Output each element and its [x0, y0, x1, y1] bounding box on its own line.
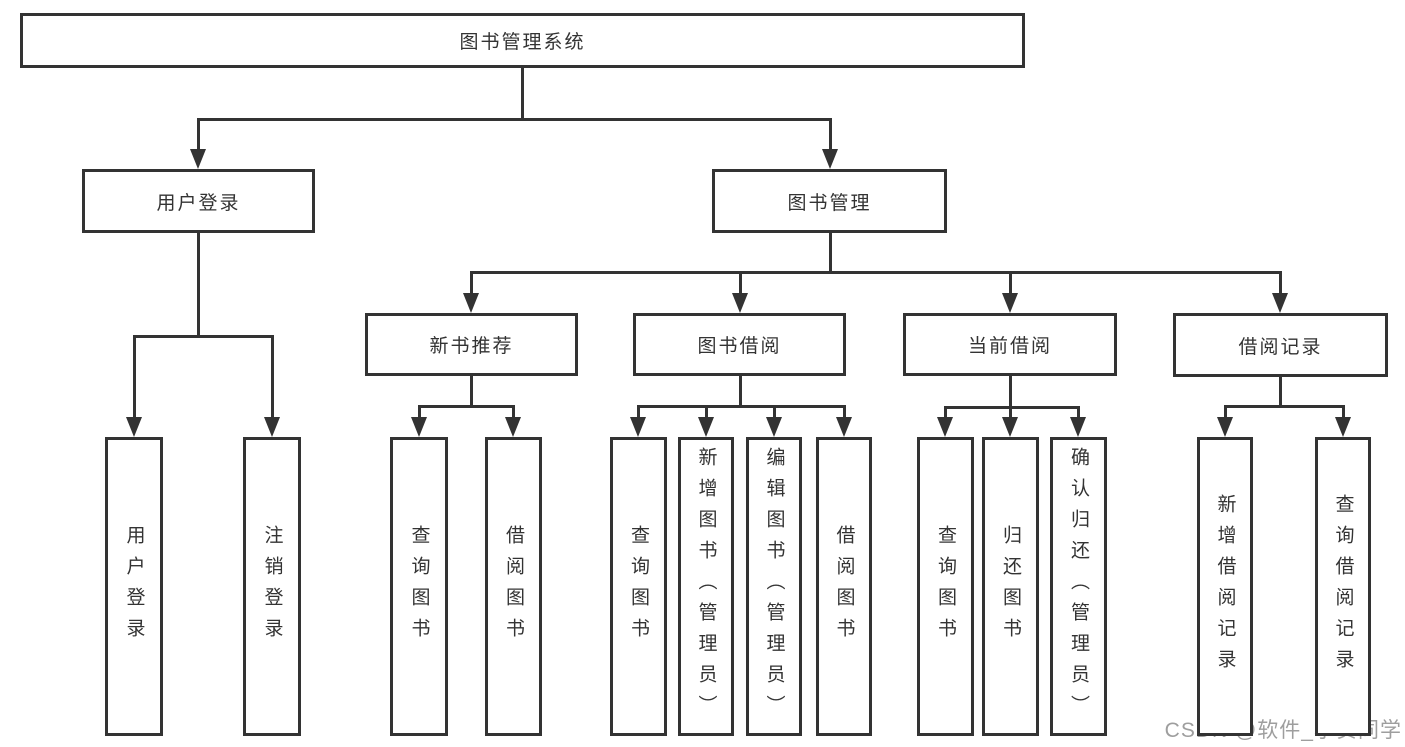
connector-line — [196, 117, 832, 121]
arrow-down-icon — [630, 417, 646, 437]
connector-line — [828, 119, 832, 151]
node-label: 借阅记录 — [1238, 336, 1323, 358]
node-leaf-edit-book: 编辑图书（管理员） — [746, 437, 802, 736]
connector-line — [469, 272, 473, 295]
connector-line — [270, 336, 274, 419]
arrow-down-icon — [463, 293, 479, 313]
arrow-down-icon — [1002, 417, 1018, 437]
connector-line — [1341, 406, 1345, 419]
arrow-down-icon — [190, 149, 206, 169]
node-leaf-user-login: 用户登录 — [105, 437, 163, 736]
node-leaf-add-record: 新增借阅记录 — [1197, 437, 1253, 736]
connector-line — [636, 404, 846, 408]
node-leaf-query-book-2: 查询图书 — [610, 437, 667, 736]
arrow-down-icon — [732, 293, 748, 313]
node-label: 查询图书 — [628, 524, 649, 649]
node-label: 新增借阅记录 — [1214, 493, 1236, 680]
arrow-down-icon — [822, 149, 838, 169]
arrow-down-icon — [1272, 293, 1288, 313]
node-current-borrow: 当前借阅 — [903, 313, 1117, 376]
node-label: 归还图书 — [1000, 524, 1021, 649]
node-label: 查询图书 — [935, 524, 956, 649]
node-label: 编辑图书（管理员） — [763, 447, 785, 726]
node-new-book-rec: 新书推荐 — [365, 313, 578, 376]
node-label: 新书推荐 — [429, 336, 514, 357]
connector-line — [1223, 406, 1227, 419]
node-label: 确认归还（管理员） — [1068, 447, 1089, 726]
connector-line — [1278, 272, 1282, 295]
connector-line — [1278, 377, 1282, 406]
connector-line — [1223, 404, 1345, 408]
connector-line — [511, 406, 515, 419]
arrow-down-icon — [126, 417, 142, 437]
arrow-down-icon — [505, 417, 521, 437]
connector-line — [828, 233, 832, 272]
arrow-down-icon — [836, 417, 852, 437]
node-book-borrow: 图书借阅 — [633, 313, 846, 376]
connector-line — [132, 336, 136, 419]
node-label: 图书借阅 — [697, 336, 782, 357]
connector-line — [1008, 376, 1012, 407]
node-label: 借阅图书 — [833, 524, 855, 649]
node-leaf-add-book: 新增图书（管理员） — [678, 437, 734, 736]
connector-line — [738, 376, 742, 406]
connector-line — [417, 404, 515, 408]
connector-line — [469, 270, 1282, 274]
node-label: 新增图书（管理员） — [695, 447, 717, 726]
connector-line — [1008, 272, 1012, 295]
arrow-down-icon — [766, 417, 782, 437]
node-label: 查询图书 — [408, 524, 430, 649]
node-leaf-borrow-book-1: 借阅图书 — [485, 437, 542, 736]
node-book-mgmt: 图书管理 — [712, 169, 947, 233]
connector-line — [196, 119, 200, 151]
connector-line — [738, 272, 742, 295]
node-label: 查询借阅记录 — [1332, 493, 1354, 680]
connector-line — [1008, 407, 1012, 419]
arrow-down-icon — [698, 417, 714, 437]
arrow-down-icon — [1002, 293, 1018, 313]
arrow-down-icon — [264, 417, 280, 437]
arrow-down-icon — [1217, 417, 1233, 437]
arrow-down-icon — [1070, 417, 1086, 437]
connector-line — [469, 376, 473, 406]
arrow-down-icon — [411, 417, 427, 437]
connector-line — [417, 406, 421, 419]
node-label: 用户登录 — [123, 524, 145, 649]
node-leaf-borrow-book-2: 借阅图书 — [816, 437, 872, 736]
connector-line — [1076, 407, 1080, 419]
node-borrow-records: 借阅记录 — [1173, 313, 1388, 377]
node-leaf-logout: 注销登录 — [243, 437, 301, 736]
node-leaf-query-book-1: 查询图书 — [390, 437, 448, 736]
connector-line — [842, 406, 846, 419]
node-leaf-query-record: 查询借阅记录 — [1315, 437, 1371, 736]
node-label: 借阅图书 — [503, 524, 524, 649]
node-label: 当前借阅 — [967, 336, 1052, 357]
connector-line — [132, 334, 274, 338]
arrow-down-icon — [937, 417, 953, 437]
node-leaf-return-book: 归还图书 — [982, 437, 1039, 736]
connector-line — [520, 68, 524, 119]
connector-line — [196, 233, 200, 336]
node-label: 用户登录 — [156, 192, 241, 214]
connector-line — [943, 405, 1080, 409]
node-root: 图书管理系统 — [20, 13, 1025, 68]
connector-line — [704, 406, 708, 419]
node-label: 注销登录 — [261, 524, 283, 649]
node-leaf-query-book-3: 查询图书 — [917, 437, 974, 736]
arrow-down-icon — [1335, 417, 1351, 437]
node-leaf-confirm-return: 确认归还（管理员） — [1050, 437, 1107, 736]
connector-line — [943, 407, 947, 419]
connector-line — [772, 406, 776, 419]
node-user-login: 用户登录 — [82, 169, 315, 233]
connector-line — [636, 406, 640, 419]
node-label: 图书管理 — [787, 192, 872, 214]
node-label: 图书管理系统 — [459, 32, 586, 53]
